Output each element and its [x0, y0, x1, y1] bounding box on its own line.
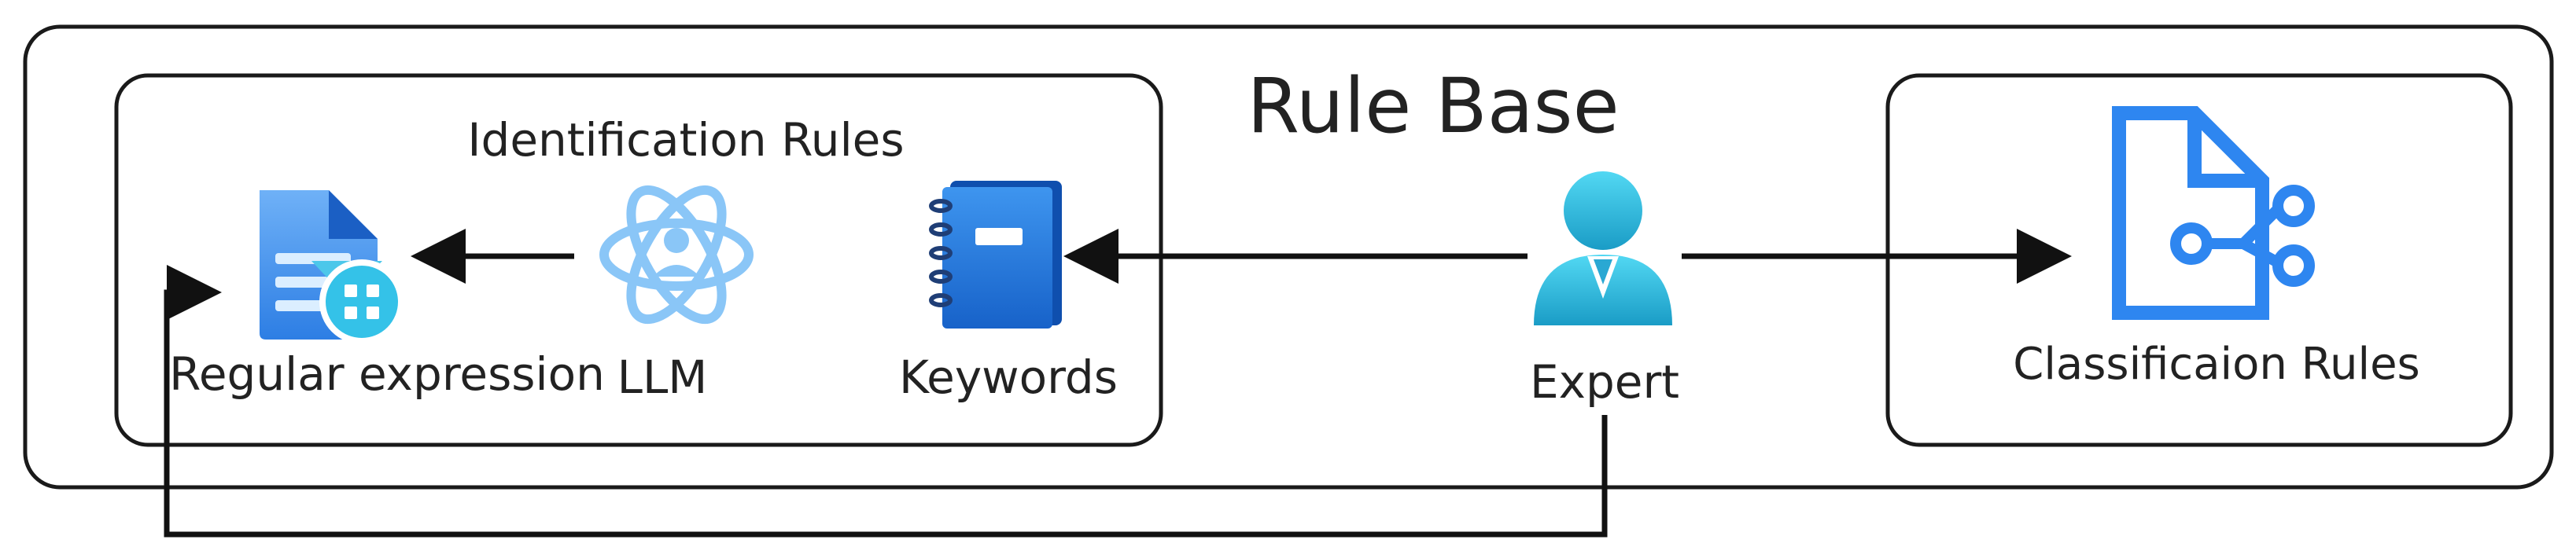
arrow-expert-to-regex-loop — [164, 265, 1608, 538]
rule-base-title: Rule Base — [1247, 62, 1619, 150]
document-filter-icon — [260, 190, 404, 344]
expert-label: Expert — [1530, 355, 1679, 409]
regex-label: Regular expression — [169, 347, 605, 401]
rule-base-container — [23, 24, 2554, 490]
branching-document-icon — [2112, 106, 2315, 320]
classification-rules-label: Classificaion Rules — [2013, 339, 2419, 390]
atom-person-icon — [599, 185, 754, 325]
notebook-icon — [929, 181, 1062, 329]
llm-label: LLM — [617, 351, 708, 404]
identification-rules-box — [114, 73, 1163, 447]
connector-arrows — [164, 229, 2072, 538]
user-icon — [1534, 171, 1672, 325]
classification-rules-box — [1885, 73, 2513, 447]
identification-rules-title: Identification Rules — [467, 113, 904, 167]
keywords-label: Keywords — [899, 351, 1118, 404]
